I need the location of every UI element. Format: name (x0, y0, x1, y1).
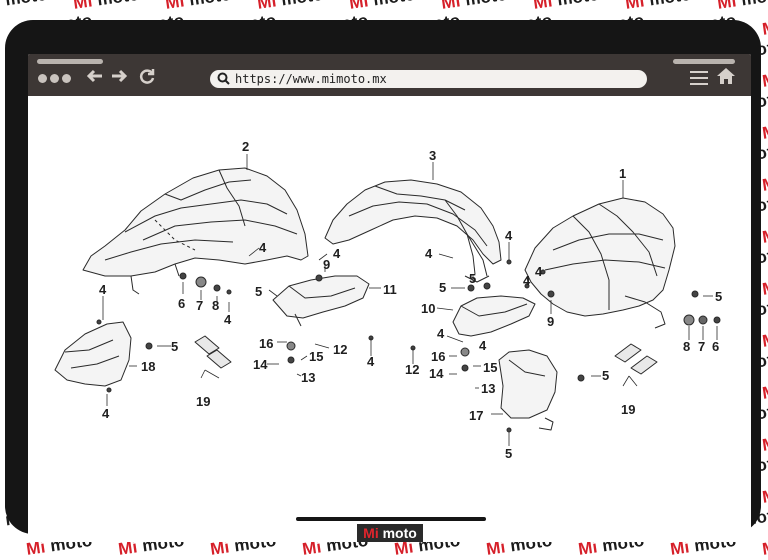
callout-label: 5 (505, 446, 512, 461)
callout-label: 1 (619, 166, 626, 181)
part-2-front-cowl (82, 167, 309, 295)
callout-label: 13 (481, 381, 495, 396)
callout-label: 4 (333, 246, 341, 261)
mimoto-logo: Mi moto (357, 524, 423, 542)
watermark-text: Mi moto (761, 381, 768, 403)
callout-label: 5 (255, 284, 262, 299)
callout-label: 19 (196, 394, 210, 409)
callout-labels: 2 3 1 4 4 4 4 4 4 4 4 4 4 4 4 5 5 5 5 5 (99, 139, 722, 461)
address-bar[interactable]: https://www.mimoto.mx (210, 70, 647, 88)
callout-label: 4 (505, 228, 513, 243)
callout-label: 16 (431, 349, 445, 364)
callout-label: 4 (367, 354, 375, 369)
watermark-text: Mi moto (761, 69, 768, 91)
window-dot[interactable] (38, 74, 47, 83)
exploded-parts-diagram: 2 3 1 4 4 4 4 4 4 4 4 4 4 4 4 5 5 5 5 5 (54, 139, 722, 461)
part-11-lower-bracket (272, 275, 370, 327)
callout-label: 14 (253, 357, 268, 372)
reload-icon[interactable] (138, 67, 156, 91)
window-dot[interactable] (62, 74, 71, 83)
callout-label: 7 (196, 298, 203, 313)
part-10-lower-bracket (452, 295, 536, 337)
callout-label: 4 (479, 338, 487, 353)
part-17-mid-cover (498, 349, 558, 431)
watermark-text: Mi moto (761, 121, 768, 143)
menu-icon[interactable] (690, 71, 708, 85)
callout-label: 5 (439, 280, 446, 295)
window-dot[interactable] (50, 74, 59, 83)
watermark-text: Mi moto (761, 485, 768, 507)
watermark-text: Mi moto (761, 225, 768, 247)
callout-label: 17 (469, 408, 483, 423)
watermark-text: Mi moto (761, 277, 768, 299)
callout-label: 6 (712, 339, 719, 354)
logo-text: Mi moto (363, 525, 417, 541)
browser-window: https://www.mimoto.mx (28, 54, 751, 542)
callout-label: 5 (602, 368, 609, 383)
watermark-text: Mi moto (0, 0, 49, 14)
callout-label: 4 (535, 264, 543, 279)
callout-label: 18 (141, 359, 155, 374)
part-18-small-cover (54, 321, 132, 387)
part-1-side-cover (524, 197, 676, 329)
watermark-text: Mi moto (761, 433, 768, 455)
callout-label: 15 (483, 360, 497, 375)
watermark-text: Mi moto (761, 17, 768, 39)
watermark-text: Mi moto (761, 329, 768, 351)
callout-label: 5 (469, 271, 476, 286)
toolbar-decoration-right (673, 59, 735, 64)
callout-label: 13 (301, 370, 315, 385)
home-indicator (296, 517, 486, 521)
callout-label: 8 (683, 339, 690, 354)
callout-label: 6 (178, 296, 185, 311)
fasteners (96, 259, 721, 433)
callout-label: 5 (715, 289, 722, 304)
callout-label: 4 (259, 240, 267, 255)
callout-label: 12 (405, 362, 419, 377)
callout-label: 5 (171, 339, 178, 354)
callout-label: 4 (425, 246, 433, 261)
callout-label: 9 (547, 314, 554, 329)
callout-label: 19 (621, 402, 635, 417)
search-icon (217, 72, 230, 90)
callout-label: 8 (212, 298, 219, 313)
callout-label: 2 (242, 139, 249, 154)
leader-lines (102, 154, 718, 446)
arrow-left-icon[interactable] (86, 67, 104, 91)
callout-label: 4 (224, 312, 232, 327)
callout-label: 12 (333, 342, 347, 357)
callout-label: 9 (323, 257, 330, 272)
callout-label: 4 (99, 282, 107, 297)
watermark-text: Mi moto (761, 537, 768, 559)
part-3-inner-fender (324, 179, 502, 283)
url-text[interactable]: https://www.mimoto.mx (235, 72, 387, 86)
part-19-pads (194, 335, 658, 375)
watermark-text: Mi moto (761, 173, 768, 195)
callout-label: 10 (421, 301, 435, 316)
callout-label: 11 (383, 282, 397, 297)
browser-toolbar: https://www.mimoto.mx (28, 54, 751, 96)
callout-label: 16 (259, 336, 273, 351)
home-icon[interactable] (716, 67, 736, 90)
callout-label: 14 (429, 366, 444, 381)
callout-label: 4 (523, 273, 531, 288)
callout-label: 7 (698, 339, 705, 354)
arrow-right-icon[interactable] (110, 67, 128, 91)
callout-label: 4 (102, 406, 110, 421)
callout-label: 15 (309, 349, 323, 364)
toolbar-decoration-left (37, 59, 103, 64)
callout-label: 3 (429, 148, 436, 163)
callout-label: 4 (437, 326, 445, 341)
tablet-frame: https://www.mimoto.mx (5, 20, 761, 542)
